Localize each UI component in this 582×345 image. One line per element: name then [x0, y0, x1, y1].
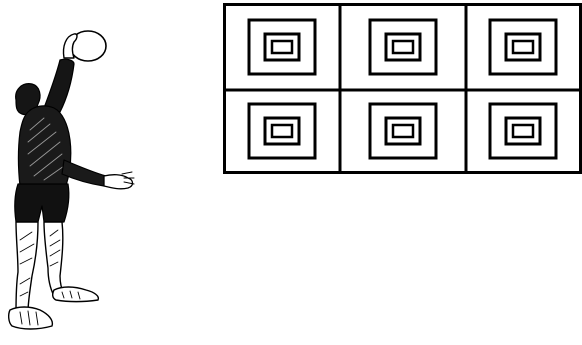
- front-shoe: [9, 307, 53, 329]
- player-figure: [9, 31, 134, 329]
- extended-arm: [62, 160, 106, 186]
- shorts: [15, 184, 69, 222]
- raised-arm: [44, 59, 74, 112]
- target-wall: [224, 4, 581, 173]
- extended-hand: [104, 175, 133, 189]
- back-shoe: [53, 287, 99, 302]
